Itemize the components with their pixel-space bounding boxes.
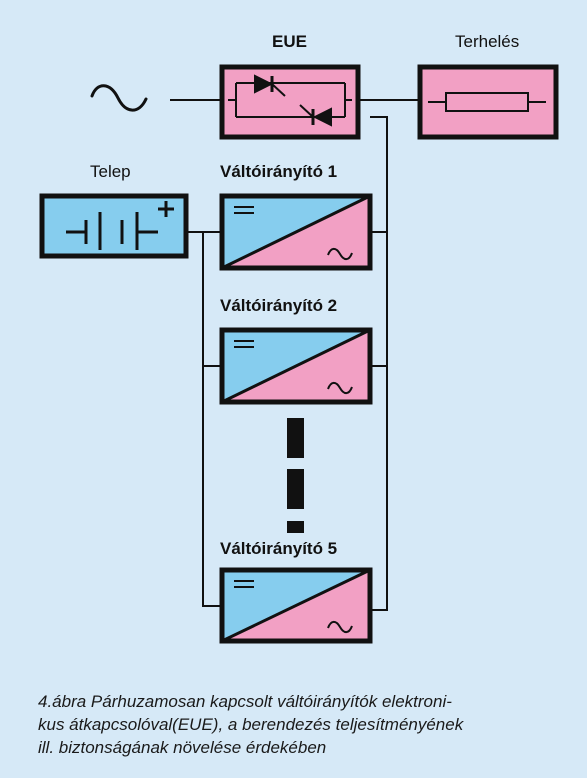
resistor-icon <box>428 92 546 112</box>
figure-caption: 4.ábra Párhuzamosan kapcsolt váltóirányí… <box>38 690 568 759</box>
inverter-5-label: Váltóirányító 5 <box>220 539 338 558</box>
load-label: Terhelés <box>455 32 520 51</box>
dc-ac-converter-icon <box>234 580 353 634</box>
continuation-dots <box>287 418 304 533</box>
caption-line: kus átkapcsolóval(EUE), a berendezés tel… <box>38 715 464 734</box>
wires <box>170 99 420 611</box>
inverter-2 <box>219 327 373 405</box>
eue-block <box>219 64 361 140</box>
inverter-1-label: Váltóirányító 1 <box>220 162 338 181</box>
dash <box>287 469 304 509</box>
dash <box>287 418 304 458</box>
battery-label: Telep <box>90 162 131 181</box>
sine-wave-icon <box>90 84 148 112</box>
load-block <box>417 64 559 140</box>
caption-line: 4.ábra Párhuzamosan kapcsolt váltóirányí… <box>38 692 452 711</box>
thyristor-pair-icon <box>228 74 352 127</box>
inverter-5 <box>219 567 373 644</box>
battery-icon <box>66 201 174 250</box>
battery-block <box>39 193 189 259</box>
inverter-2-label: Váltóirányító 2 <box>220 296 338 315</box>
dc-ac-converter-icon <box>234 340 353 395</box>
dc-ac-converter-icon <box>234 206 353 261</box>
dash <box>287 521 304 533</box>
dc-bus-wire <box>202 232 222 607</box>
eue-label: EUE <box>272 32 307 51</box>
caption-line: ill. biztonságának növelése érdekében <box>38 738 327 757</box>
inverter-1 <box>219 193 373 271</box>
ac-bus-wire <box>370 116 388 611</box>
